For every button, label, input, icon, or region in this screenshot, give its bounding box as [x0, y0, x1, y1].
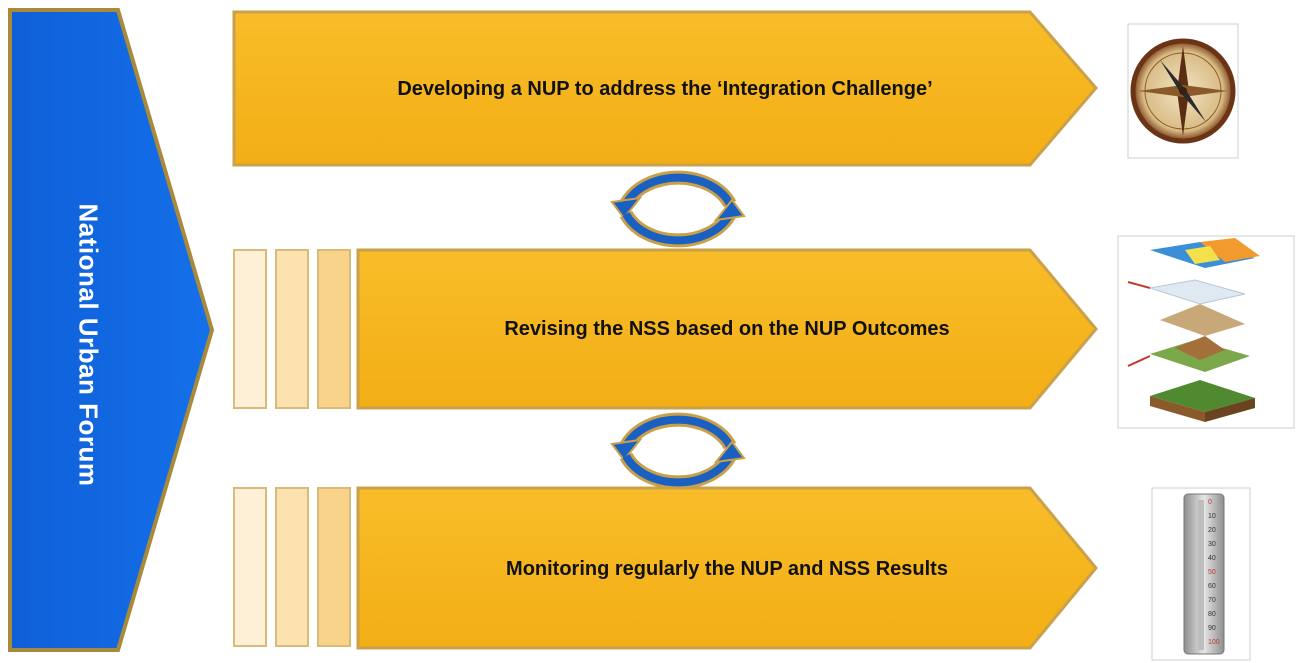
tab-mid [275, 249, 309, 409]
step-arrow-3 [233, 486, 1098, 650]
thermometer-scale-label: 30 [1208, 541, 1216, 548]
step-3-label: Monitoring regularly the NUP and NSS Res… [506, 558, 948, 580]
thermometer-icon: 0 10 20 30 40 50 60 70 80 90 100 [1151, 487, 1251, 661]
tab-dark [317, 487, 351, 647]
cycle-arrows-icon [610, 412, 746, 490]
compass-icon [1127, 23, 1239, 159]
thermometer-scale-label: 10 [1208, 513, 1216, 520]
thermometer-scale-label: 0 [1208, 499, 1212, 506]
thermometer-scale-label: 40 [1208, 555, 1216, 562]
thermometer-scale-label: 60 [1208, 583, 1216, 590]
national-urban-forum-title: National Urban Forum [73, 203, 104, 487]
tab-light [233, 487, 267, 647]
thermometer-scale-label: 90 [1208, 625, 1216, 632]
national-urban-forum-chevron [8, 8, 215, 652]
step-arrow-1 [232, 10, 1098, 167]
cycle-arrows-icon [610, 170, 746, 248]
step-1-label: Developing a NUP to address the ‘Integra… [397, 78, 933, 100]
tab-light [233, 249, 267, 409]
tab-dark [317, 249, 351, 409]
terrain-layers-icon [1117, 235, 1295, 429]
thermometer-scale-label: 100 [1208, 639, 1220, 646]
thermometer-scale-label: 80 [1208, 611, 1216, 618]
step-2-label: Revising the NSS based on the NUP Outcom… [504, 318, 950, 340]
thermometer-scale-label: 20 [1208, 527, 1216, 534]
thermometer-scale-label: 50 [1208, 569, 1216, 576]
tab-mid [275, 487, 309, 647]
step-arrow-2 [233, 248, 1098, 410]
thermometer-scale-label: 70 [1208, 597, 1216, 604]
